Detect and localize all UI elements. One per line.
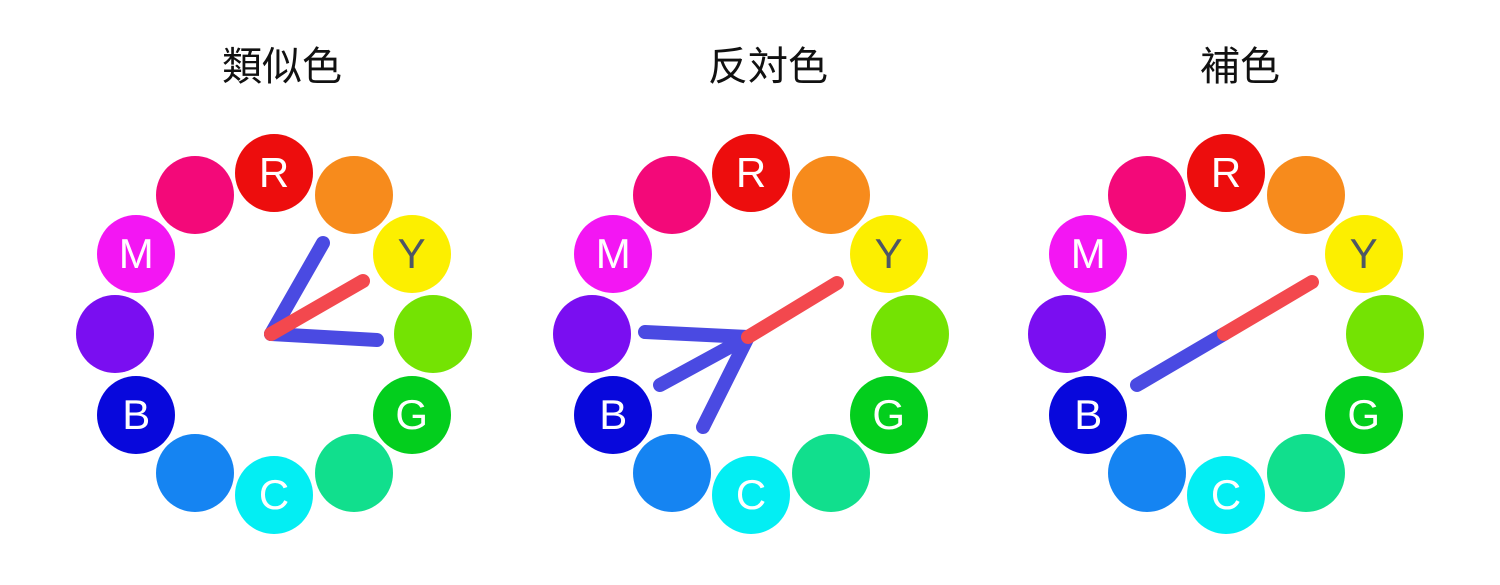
segment-red: R [235, 134, 313, 212]
segment-yellow: Y [372, 214, 451, 293]
segment-cyan: C [1187, 456, 1265, 534]
segment-azure [155, 434, 234, 513]
segment-blue: B [574, 375, 653, 454]
panel-title-complementary-colors: 補色 [1200, 45, 1280, 89]
segment-rose [155, 155, 234, 234]
segment-violet [1028, 295, 1106, 373]
segment-orange [1266, 155, 1345, 234]
segment-orange [314, 155, 393, 234]
segment-violet [553, 295, 631, 373]
segment-orange [791, 155, 870, 234]
segment-azure [1107, 434, 1186, 513]
segment-rose [1107, 155, 1186, 234]
panel-title-opposite-colors: 反対色 [708, 45, 828, 89]
segment-magenta: M [574, 214, 653, 293]
segment-magenta: M [97, 214, 176, 293]
segment-violet [76, 295, 154, 373]
segment-cyan: C [235, 456, 313, 534]
segment-spring-green [791, 434, 870, 513]
segment-red: R [1187, 134, 1265, 212]
segment-blue: B [1049, 375, 1128, 454]
segment-yellow: Y [849, 214, 928, 293]
segment-rose [632, 155, 711, 234]
segment-green: G [849, 375, 928, 454]
segment-spring-green [1266, 434, 1345, 513]
segment-yellow-green [394, 295, 472, 373]
segment-green: G [1324, 375, 1403, 454]
panel-title-analogous-colors: 類似色 [222, 45, 342, 89]
segment-green: G [372, 375, 451, 454]
segment-cyan: C [712, 456, 790, 534]
segment-yellow-green [871, 295, 949, 373]
segment-spring-green [314, 434, 393, 513]
segment-azure [632, 434, 711, 513]
segment-yellow: Y [1324, 214, 1403, 293]
segment-yellow-green [1346, 295, 1424, 373]
segment-blue: B [97, 375, 176, 454]
segment-red: R [712, 134, 790, 212]
segment-magenta: M [1049, 214, 1128, 293]
